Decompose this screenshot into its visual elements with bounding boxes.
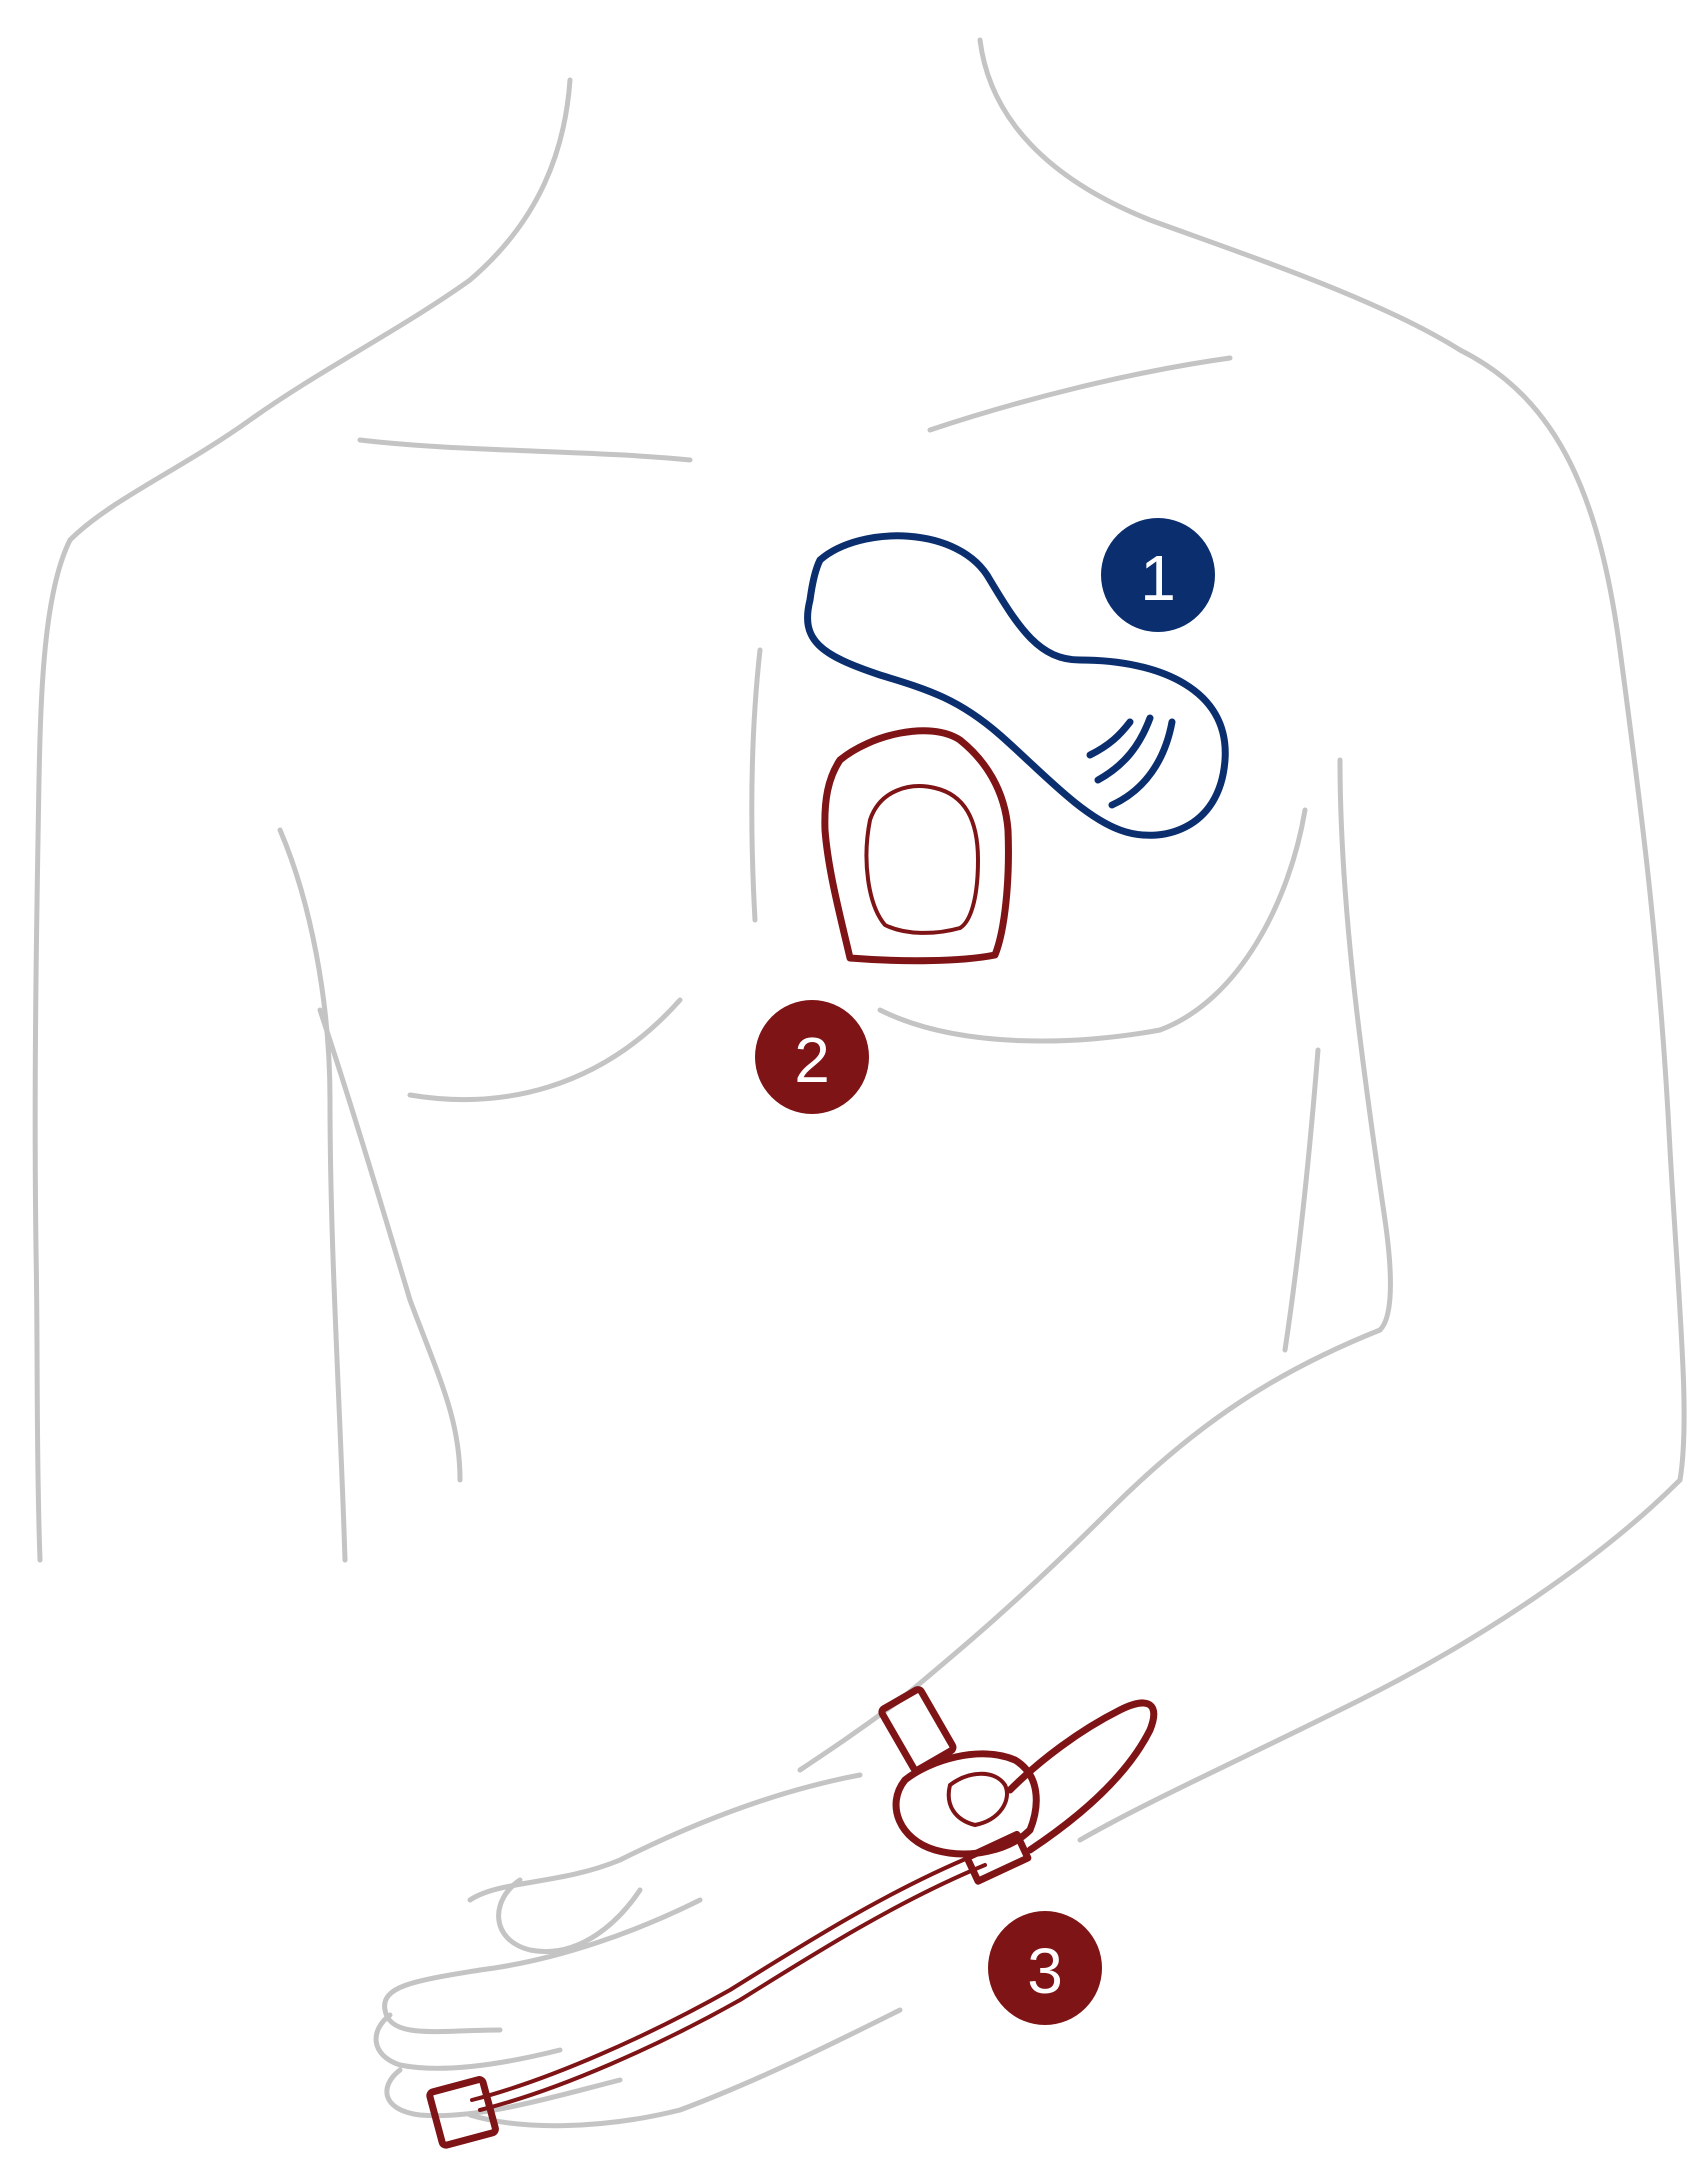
marker-3-badge (988, 1911, 1102, 2025)
blue-patch-icon (804, 532, 1229, 839)
marker-2-label: 2 (794, 1024, 830, 1096)
marker-2: 2 (755, 1000, 869, 1114)
body-outline (32, 37, 1687, 2129)
marker-3-label: 3 (1027, 1935, 1063, 2007)
marker-3: 3 (988, 1911, 1102, 2025)
wrist-sensor-icon (426, 1686, 1158, 2149)
marker-1-label: 1 (1140, 542, 1176, 614)
marker-1: 1 (1101, 518, 1215, 632)
marker-2-badge (755, 1000, 869, 1114)
red-pad-icon (821, 727, 1012, 965)
marker-1-badge (1101, 518, 1215, 632)
